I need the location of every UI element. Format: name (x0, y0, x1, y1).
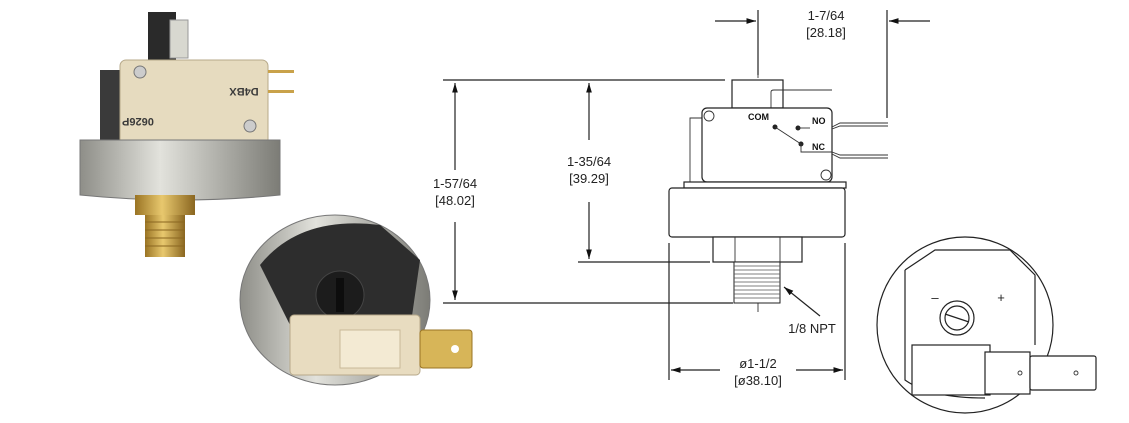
dim-body-height-imperial: 1-35/64 (567, 154, 611, 169)
dim-total-height-imperial: 1-57/64 (433, 176, 477, 191)
dim-terminal-offset-metric: [28.18] (806, 25, 846, 40)
dim-thread-label: 1/8 NPT (788, 321, 836, 336)
dim-terminal-offset-imperial: 1-7/64 (808, 8, 845, 23)
photo-code-marking: 0626P (122, 115, 154, 127)
terminal-label-com: COM (748, 112, 769, 122)
bottom-view-drawing: – + (876, 236, 1097, 414)
dim-total-height-metric: [48.02] (435, 193, 475, 208)
adjust-minus-label: – (931, 290, 939, 305)
dimension-lines (443, 10, 930, 380)
terminal-label-no: NO (812, 116, 826, 126)
dim-diameter-metric: [ø38.10] (734, 373, 782, 388)
dim-diameter-imperial: ø1-1/2 (739, 356, 777, 371)
terminal-label-nc: NC (812, 142, 825, 152)
adjust-plus-label: + (997, 290, 1005, 305)
product-photo-bottom (239, 214, 473, 386)
side-elevation-drawing: COM NO NC (668, 10, 888, 312)
product-photo-side: D4BX 0626P (79, 12, 294, 257)
dim-body-height-metric: [39.29] (569, 171, 609, 186)
photo-model-marking: D4BX (229, 85, 259, 97)
